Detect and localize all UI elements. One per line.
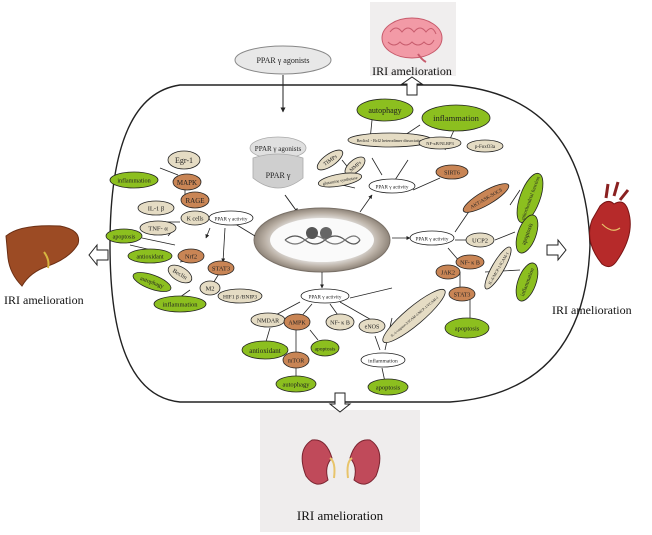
node-glutamine-synthetase: glutamine synthetase (322, 175, 358, 186)
node-inflammation-left-top: inflammation (117, 178, 150, 185)
node-ppar-activity-right: PPAR γ activity (416, 237, 449, 243)
iri-heart-label: IRI amelioration (552, 303, 632, 317)
node-stat3-right: STAT3 (454, 293, 471, 299)
node-inflammation-bottom: inflammation (368, 358, 398, 365)
node-antioxidant-left: antioxidant (137, 255, 164, 261)
brain-icon (381, 17, 443, 63)
iri-kidney-label: IRI amelioration (297, 508, 384, 523)
node-nrf2: Nrf2 (185, 254, 197, 261)
brain-arrow-icon (400, 76, 424, 96)
kidney-panel (260, 410, 420, 532)
node-autophagy-top: autophagy (368, 106, 401, 115)
node-tnfa: TNF- α (148, 226, 168, 233)
top-branch: autophagy inflammation TIMPs Beclin1 - B… (316, 98, 504, 194)
node-egr1: Egr-1 (175, 156, 193, 165)
iri-brain-label: IRI amelioration (372, 64, 452, 78)
node-inflammation-top: inflammation (433, 113, 480, 123)
iri-liver-label: IRI amelioration (4, 293, 84, 307)
node-nfkb-right: NF- κ B (460, 261, 480, 267)
ppar-receptor-label: PPAR γ (266, 171, 291, 180)
node-sirt6: SIRT6 (444, 171, 460, 177)
heart-arrow-icon (546, 238, 567, 262)
node-inflammation-left-bottom: inflammation (162, 302, 198, 309)
dna-nucleus-icon (284, 227, 361, 245)
left-branch: inflammation Egr-1 MAPK RAGE IL-1 β TNF-… (105, 150, 263, 313)
node-jak2: JAK2 (441, 271, 455, 277)
node-antioxidant-bottom: antioxidant (249, 347, 281, 355)
node-p-foxo3a: p-FoxO3a (475, 145, 496, 150)
node-enos: eNOS (365, 325, 380, 331)
node-apoptosis-bottom-2: apoptosis (376, 385, 401, 392)
node-ucp2: UCP2 (472, 238, 488, 245)
liver-icon (5, 225, 80, 287)
node-ampk: AMPK (288, 321, 306, 327)
node-rage: RAGE (185, 197, 204, 205)
node-ppar-activity-bottom: PPAR γ activity (309, 295, 342, 301)
node-m2: M2 (205, 286, 214, 293)
node-il1b: IL-1 β (148, 206, 165, 213)
node-apoptosis-left: apoptosis (113, 235, 136, 241)
node-ppar-activity-top: PPAR γ activity (376, 185, 409, 191)
node-nfkb-bottom: NF- κ B (330, 321, 350, 327)
agonists-top-label: PPAR γ agonists (256, 56, 309, 65)
node-apoptosis-right-2: apoptosis (455, 326, 480, 333)
liver-arrow-icon (88, 243, 109, 267)
kidney-arrow-icon (328, 392, 352, 413)
node-il1-caspase3-icam1: IL-1/caspase-3/ICAM-1/MCP-1/VCAM-1 (390, 295, 440, 337)
ppar-receptor-shape (252, 153, 304, 189)
node-mtor: mTOR (288, 359, 305, 365)
node-beclin-dissociation: Beclin1 - Bcl2 heterodimer dissociation (357, 138, 425, 143)
node-apoptosis-bottom-1: apoptosis (315, 347, 336, 353)
nucleus-inner (270, 218, 374, 262)
bottom-branch: PPAR γ activity NMDAR AMPK NF- κ B eNOS … (241, 288, 446, 396)
node-nmdar: NMDAR (257, 319, 279, 325)
node-hif1-bnip3: HIF1 β /BNIP3 (223, 295, 257, 301)
kidney-icon (301, 439, 381, 485)
node-nfkb-nlrp3: NF-κB/NLRP3 (426, 141, 454, 146)
agonists-inner-label: PPAR γ agonists (255, 145, 302, 153)
agonists-top-ellipse (234, 45, 332, 75)
node-mapk: MAPK (177, 179, 197, 187)
node-stat3-left: STAT3 (212, 266, 230, 273)
node-kc-cells: K cells (187, 217, 204, 223)
heart-icon (589, 181, 631, 268)
node-ppar-activity-left: PPAR γ activity (215, 217, 248, 223)
node-autophagy-bottom: autophagy (282, 382, 310, 389)
